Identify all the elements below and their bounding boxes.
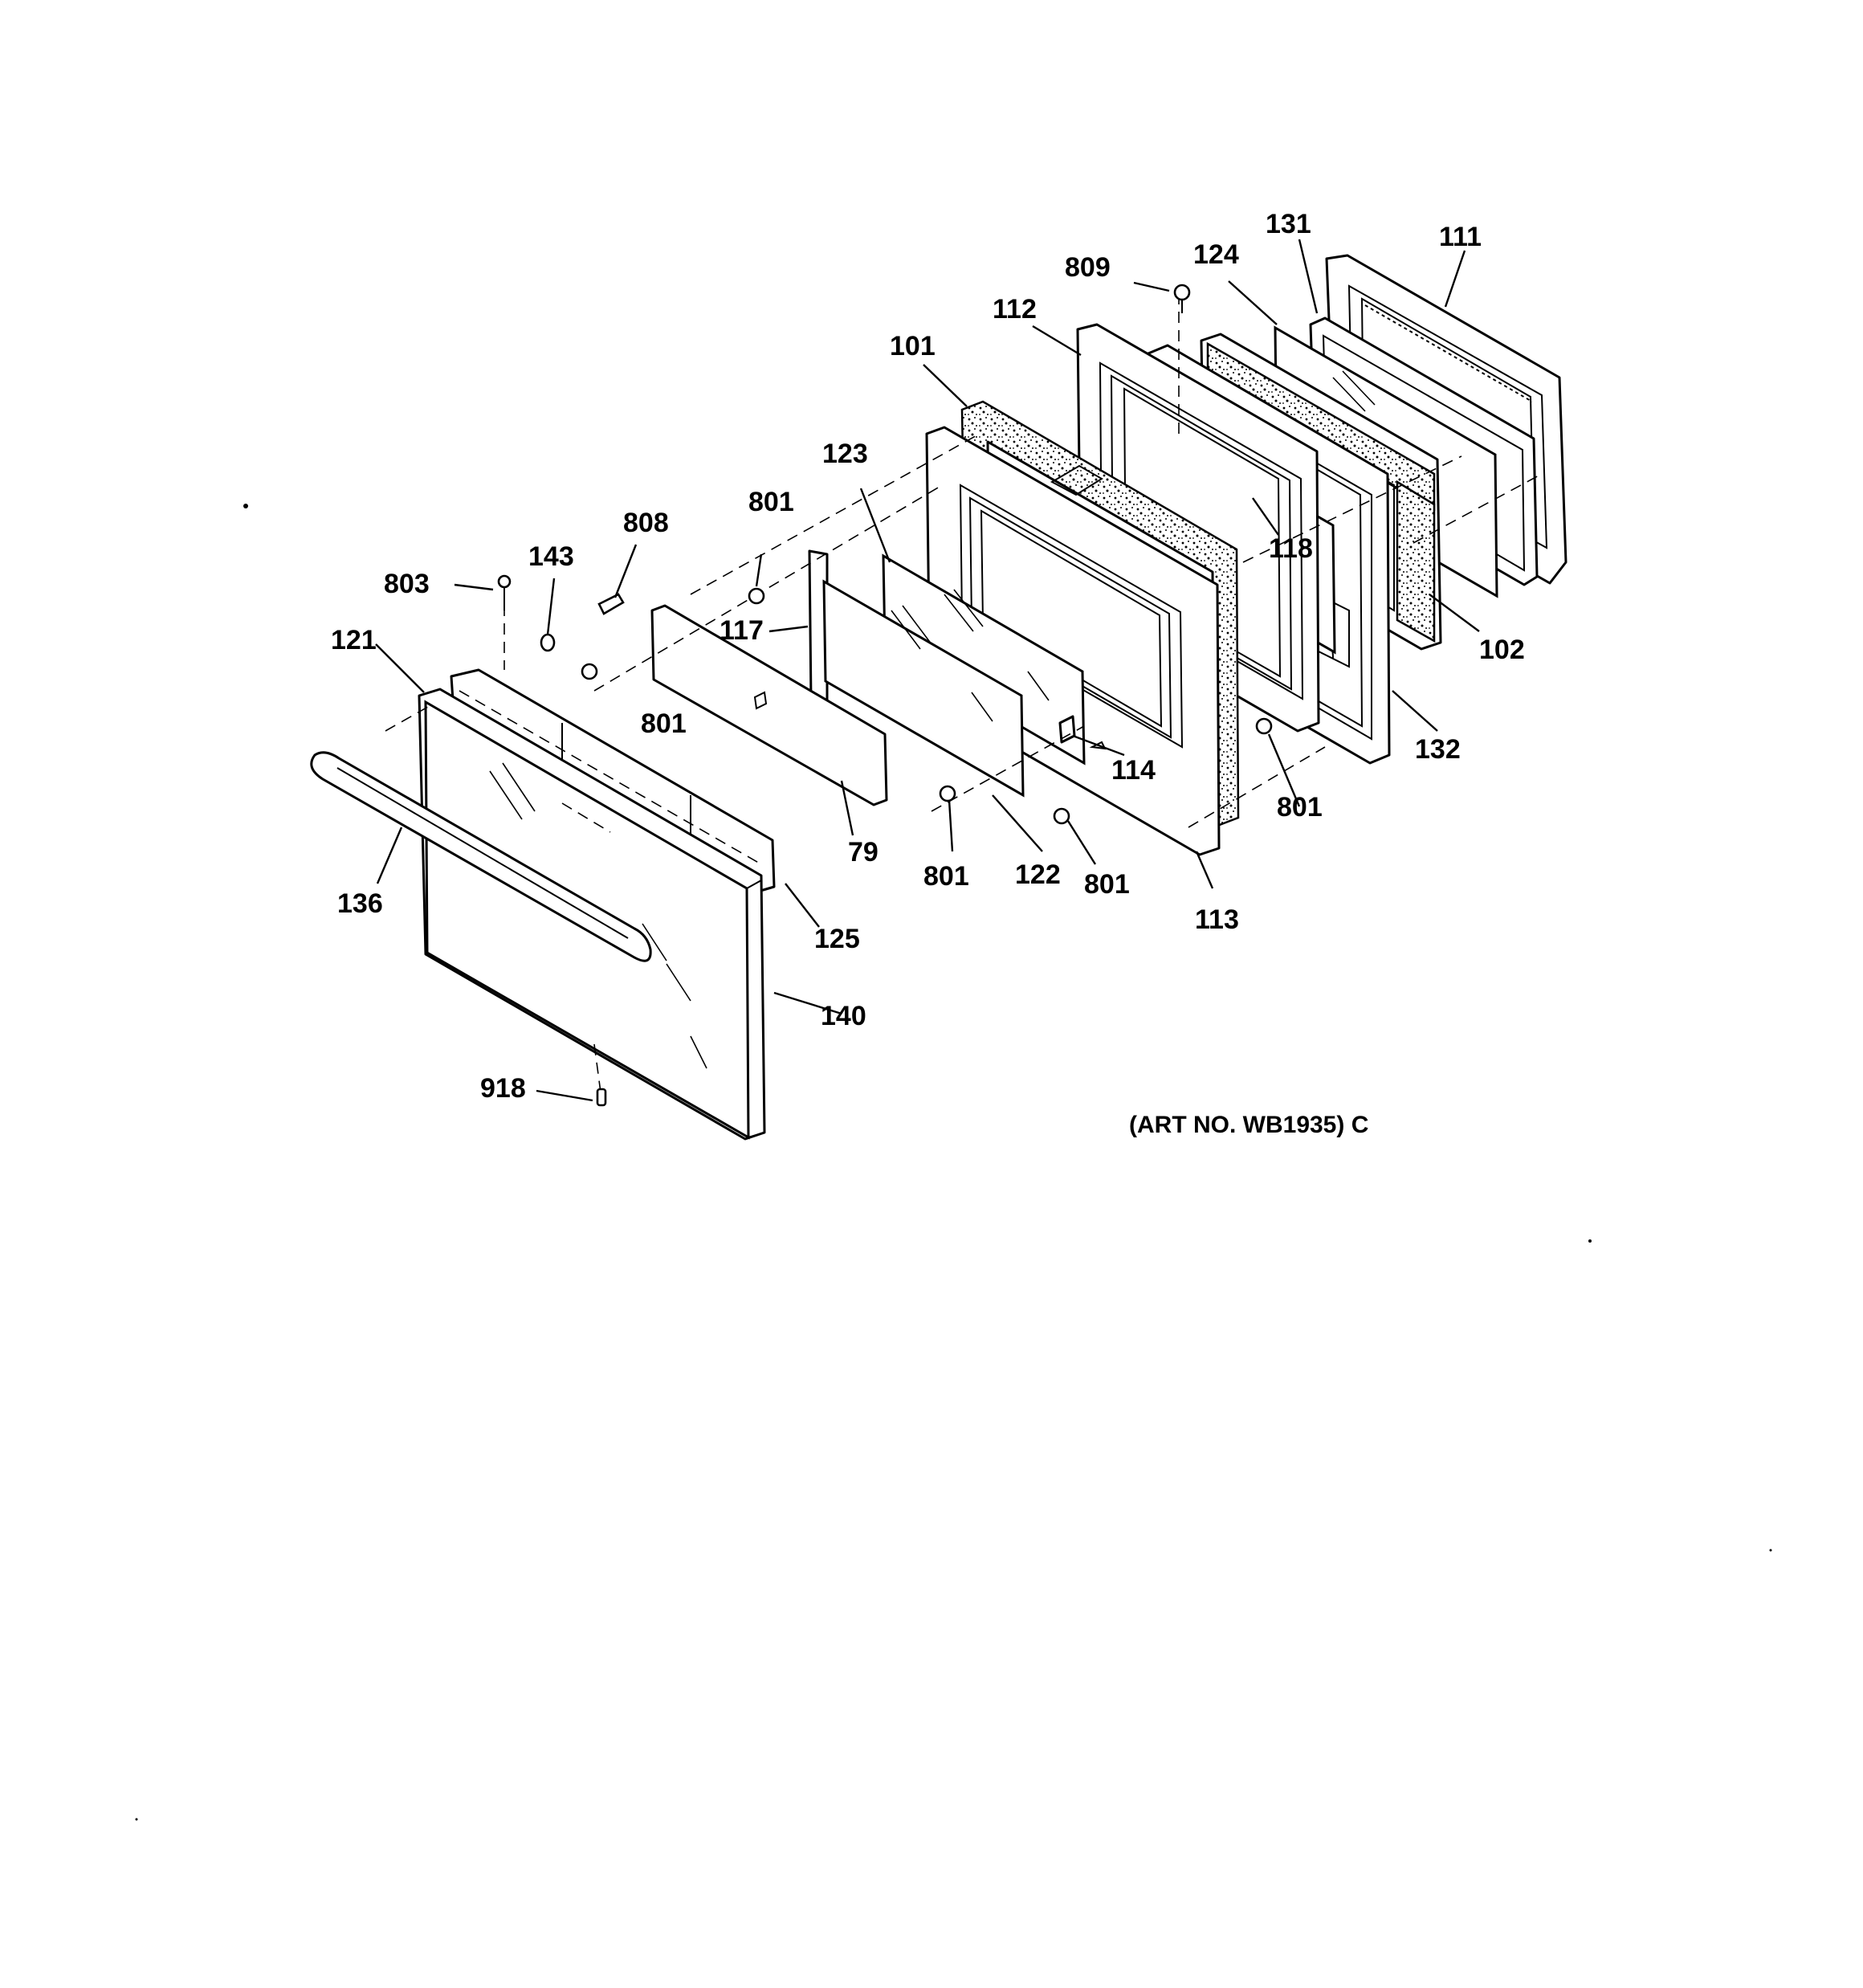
callout-117: 117 xyxy=(720,615,764,646)
screw-801-top-icon xyxy=(748,587,765,605)
callout-801-top: 801 xyxy=(748,487,794,517)
screw-918-icon xyxy=(596,1088,607,1107)
callout-803: 803 xyxy=(384,569,430,599)
callout-801-mid: 801 xyxy=(641,708,687,739)
callout-111: 111 xyxy=(1439,222,1482,252)
callout-125: 125 xyxy=(814,924,860,954)
callout-140: 140 xyxy=(821,1001,866,1031)
callout-122: 122 xyxy=(1015,859,1061,890)
callout-121: 121 xyxy=(331,625,377,655)
callout-102: 102 xyxy=(1479,635,1525,665)
callout-113: 113 xyxy=(1195,904,1239,935)
callout-136: 136 xyxy=(337,888,383,919)
callout-143: 143 xyxy=(528,541,574,572)
screw-801-low2-icon xyxy=(1053,807,1070,825)
callout-918: 918 xyxy=(480,1073,526,1104)
part-136-door-handle xyxy=(310,751,652,962)
callout-79: 79 xyxy=(848,837,879,867)
fasteners xyxy=(497,284,1273,1107)
callout-114: 114 xyxy=(1111,755,1156,786)
screw-801-low1-icon xyxy=(939,785,956,802)
screw-803-icon xyxy=(497,574,512,610)
callout-131: 131 xyxy=(1266,209,1311,239)
callout-118: 118 xyxy=(1269,533,1313,564)
screw-808-icon xyxy=(597,593,625,615)
callout-123: 123 xyxy=(822,439,868,469)
art-number: (ART NO. WB1935) C xyxy=(1129,1112,1368,1138)
callout-801-right: 801 xyxy=(1277,792,1323,823)
callout-801-low2: 801 xyxy=(1084,869,1130,900)
callout-101: 101 xyxy=(890,331,936,361)
leader-lines xyxy=(375,239,1480,1102)
screw-801-mid-icon xyxy=(581,663,598,680)
callout-labels: 809 124 131 111 112 101 123 801 808 143 … xyxy=(331,209,1525,1138)
screw-809-icon xyxy=(1173,284,1191,313)
callout-808: 808 xyxy=(623,508,669,538)
part-122-front-glass xyxy=(822,579,1025,798)
callout-124: 124 xyxy=(1193,239,1239,270)
callout-801-low1: 801 xyxy=(923,861,969,892)
washer-143-icon xyxy=(540,633,556,652)
callout-809: 809 xyxy=(1065,252,1111,283)
callout-132: 132 xyxy=(1415,734,1461,765)
callout-112: 112 xyxy=(993,294,1037,325)
scan-specks xyxy=(135,504,1772,1821)
part-79-vent-baffle xyxy=(650,604,888,806)
assembly-lines xyxy=(385,293,1543,1093)
screw-801-right-icon xyxy=(1255,717,1273,735)
